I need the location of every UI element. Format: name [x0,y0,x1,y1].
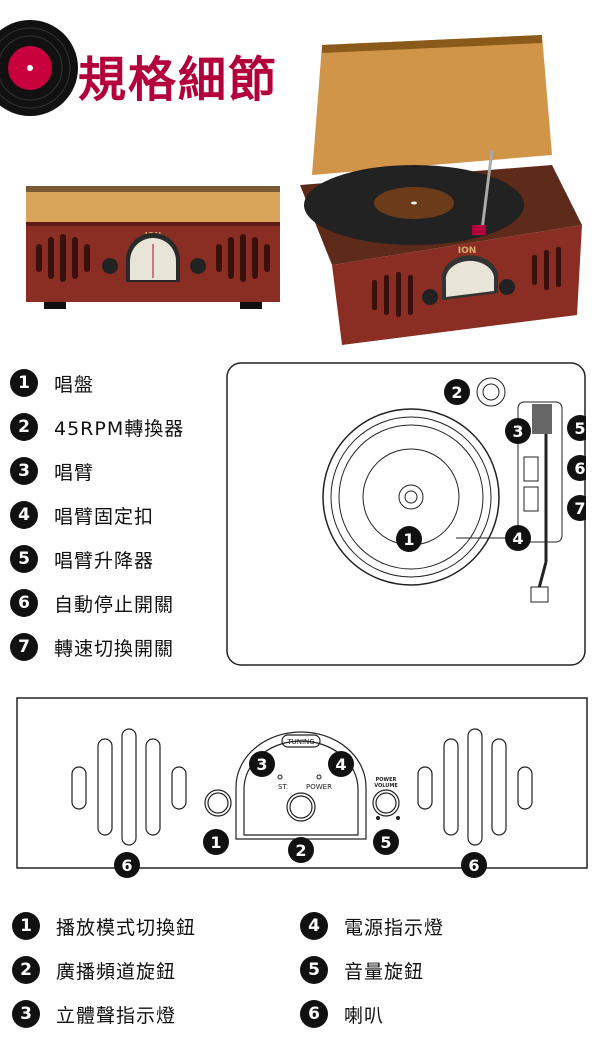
list-item: 3 立體聲指示燈 [12,992,196,1036]
number-badge: 1 [10,369,38,397]
number-badge: 3 [12,1000,40,1028]
callout-6: 6 [574,459,585,478]
part-label: 唱臂固定扣 [54,505,155,528]
number-badge: 4 [300,912,328,940]
callout-5: 5 [380,833,391,852]
number-badge: 5 [300,956,328,984]
vinyl-record-icon [0,20,78,116]
number-badge: 4 [10,501,38,529]
turntable-front-photo: ION [26,186,280,309]
list-item: 3 唱臂 [10,449,184,493]
part-label: 電源指示燈 [344,916,445,939]
list-item: 5 音量旋鈕 [300,948,444,992]
number-badge: 2 [12,956,40,984]
page-title: 規格細節 [78,52,279,108]
callout-3: 3 [512,422,523,441]
list-item: 5 唱臂升降器 [10,537,184,581]
list-item: 1 唱盤 [10,361,184,405]
list-item: 7 轉速切換開關 [10,625,184,669]
front-parts-list-left: 1 播放模式切換鈕 2 廣播頻道旋鈕 3 立體聲指示燈 [12,904,196,1036]
tuning-label: TUNING [286,738,314,746]
part-label: 唱臂 [54,461,95,484]
part-label: 立體聲指示燈 [56,1004,177,1027]
part-label: 唱盤 [54,373,95,396]
part-label: 播放模式切換鈕 [56,916,197,939]
callout-2: 2 [295,841,306,860]
part-label: 轉速切換開關 [54,637,175,660]
list-item: 1 播放模式切換鈕 [12,904,196,948]
part-label: 45RPM轉換器 [54,417,185,440]
volume-label-bottom: VOLUME [374,783,398,789]
list-item: 6 自動停止開關 [10,581,184,625]
part-label: 自動停止開關 [54,593,175,616]
angle-logo: ION [458,246,477,256]
callout-3: 3 [256,755,267,774]
front-panel-diagram: TUNING ST. POWER POWER VOLUME 1 2 3 4 5 … [16,697,588,878]
part-label: 音量旋鈕 [344,960,425,983]
number-badge: 6 [300,1000,328,1028]
front-callout-badges: 1 2 3 4 5 6 6 [114,751,487,878]
callout-4: 4 [512,529,523,548]
list-item: 2 廣播頻道旋鈕 [12,948,196,992]
number-badge: 2 [10,413,38,441]
part-label: 廣播頻道旋鈕 [56,960,177,983]
front-parts-list-right: 4 電源指示燈 5 音量旋鈕 6 喇叭 [300,904,444,1036]
callout-badges: 1 2 3 4 5 6 7 [396,379,586,552]
stereo-label: ST. [278,783,288,791]
turntable-angle-photo: ION [300,35,582,345]
part-label: 唱臂升降器 [54,549,155,572]
callout-2: 2 [451,383,462,402]
callout-6-left: 6 [121,856,132,875]
list-item: 4 電源指示燈 [300,904,444,948]
callout-5: 5 [574,419,585,438]
top-view-diagram: 1 2 3 4 5 6 7 [226,362,586,666]
number-badge: 3 [10,457,38,485]
list-item: 6 喇叭 [300,992,444,1036]
list-item: 4 唱臂固定扣 [10,493,184,537]
callout-1: 1 [403,530,414,549]
part-label: 喇叭 [344,1004,385,1027]
number-badge: 6 [10,589,38,617]
number-badge: 1 [12,912,40,940]
callout-4: 4 [335,755,346,774]
number-badge: 7 [10,633,38,661]
power-indicator-label: POWER [306,783,332,791]
callout-6-right: 6 [468,856,479,875]
volume-label-top: POWER [376,777,397,783]
list-item: 2 45RPM轉換器 [10,405,184,449]
callout-7: 7 [574,499,585,518]
callout-1: 1 [210,833,221,852]
number-badge: 5 [10,545,38,573]
